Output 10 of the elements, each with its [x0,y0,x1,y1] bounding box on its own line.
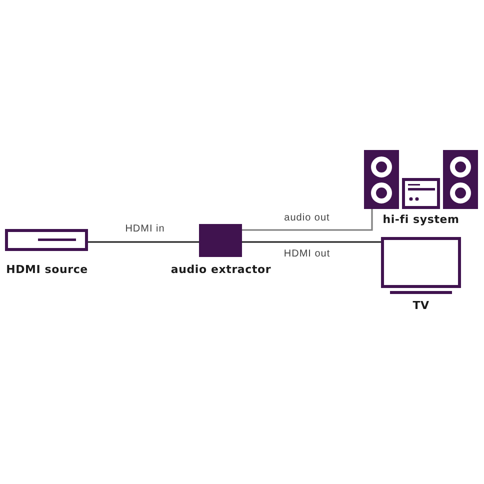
edge-label: HDMI out [282,248,332,260]
device-label: hi-fi system [382,213,460,226]
device-label: audio extractor [170,263,272,276]
edge-label: audio out [283,212,331,224]
cable-line [242,241,381,243]
device-label: TV [412,299,430,312]
cable-line [88,241,199,243]
cable-line [242,209,373,231]
device-label: HDMI source [5,263,89,276]
edge-label: HDMI in [124,224,166,234]
